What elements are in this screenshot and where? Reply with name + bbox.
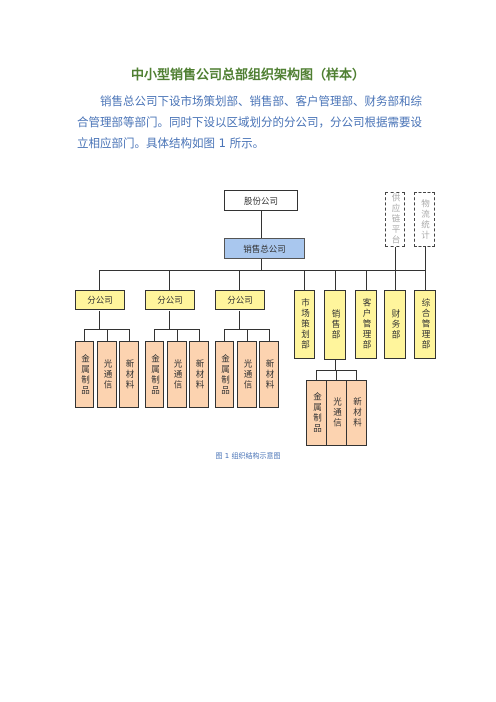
figure-caption: 图 1 组织结构示意图 — [215, 452, 281, 460]
product-box: 金属制品 — [215, 341, 234, 408]
connector-line — [199, 329, 200, 341]
product-box: 光通信 — [237, 341, 257, 408]
product-box: 新材料 — [259, 341, 279, 408]
product-box: 金属制品 — [306, 380, 327, 446]
connector-line — [169, 270, 170, 290]
connector-line — [84, 329, 129, 330]
dept-admin-box: 综合管理部 — [414, 290, 436, 359]
dashed-box-supply: 供应链平台 — [385, 192, 405, 247]
connector-line — [224, 329, 269, 330]
connector-line — [395, 270, 396, 290]
product-box: 新材料 — [119, 341, 139, 408]
connector-line — [425, 270, 426, 290]
connector-line — [261, 210, 262, 240]
connector-line — [261, 259, 262, 270]
top-company-box: 股份公司 — [224, 190, 298, 211]
connector-line — [335, 360, 336, 370]
connector-line — [304, 270, 305, 290]
branch-box-2: 分公司 — [145, 290, 195, 310]
connector-line — [107, 329, 108, 341]
dashed-box-logistics: 物流统计 — [414, 192, 435, 247]
connector-line — [239, 311, 240, 329]
connector-line — [224, 329, 225, 341]
connector-line — [99, 270, 426, 271]
branch-box-1: 分公司 — [75, 290, 125, 310]
product-box: 光通信 — [167, 341, 187, 408]
connector-line — [154, 329, 155, 341]
connector-line — [154, 329, 199, 330]
connector-line — [99, 311, 100, 329]
dept-finance-box: 财务部 — [384, 290, 406, 359]
product-box: 新材料 — [346, 380, 367, 446]
connector-line — [169, 311, 170, 329]
document-title: 中小型销售公司总部组织架构图（样本） — [130, 68, 365, 83]
connector-line — [395, 246, 396, 270]
dept-marketing-box: 市场策划部 — [294, 290, 315, 359]
connector-line — [269, 329, 270, 341]
connector-line — [177, 329, 178, 341]
connector-line — [366, 270, 367, 290]
product-box: 新材料 — [189, 341, 209, 408]
connector-line — [336, 370, 337, 380]
connector-line — [425, 246, 426, 270]
product-box: 金属制品 — [145, 341, 164, 408]
connector-line — [239, 270, 240, 290]
connector-line — [316, 370, 317, 380]
dept-sales-box: 销售部 — [324, 290, 346, 360]
connector-line — [356, 370, 357, 380]
connector-line — [129, 329, 130, 341]
product-box: 金属制品 — [75, 341, 94, 408]
connector-line — [335, 270, 336, 290]
product-box: 光通信 — [97, 341, 117, 408]
connector-line — [84, 329, 85, 341]
sales-hq-box: 销售总公司 — [224, 238, 305, 259]
branch-box-3: 分公司 — [215, 290, 265, 310]
dept-customer-box: 客户管理部 — [355, 290, 377, 359]
product-box: 光通信 — [326, 380, 347, 446]
intro-paragraph: 销售总公司下设市场策划部、销售部、客户管理部、财务部和综合管理部等部门。同时下设… — [77, 94, 422, 150]
connector-line — [99, 270, 100, 290]
connector-line — [247, 329, 248, 341]
